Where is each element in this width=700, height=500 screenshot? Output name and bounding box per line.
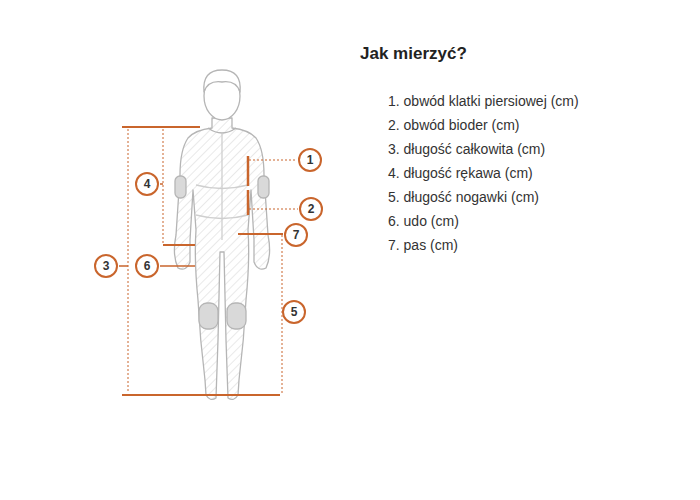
waist-line xyxy=(238,233,283,235)
callout-number: 2 xyxy=(299,197,323,221)
callout-text: 1 xyxy=(307,154,314,166)
leader-line xyxy=(160,265,195,267)
leader-line xyxy=(249,160,297,161)
callout-text: 5 xyxy=(291,306,298,318)
leader-line xyxy=(119,265,128,267)
dimension-line xyxy=(163,244,195,246)
knee-pad xyxy=(199,303,218,329)
callout-text: 7 xyxy=(293,229,300,241)
list-item: 7. pas (cm) xyxy=(388,237,458,253)
dimension-line xyxy=(122,126,200,128)
leader-line xyxy=(249,209,298,210)
callout-number: 6 xyxy=(135,254,159,278)
elbow-pad xyxy=(258,176,269,198)
callout-number: 4 xyxy=(135,172,159,196)
list-item: 1. obwód klatki piersiowej (cm) xyxy=(388,93,579,109)
list-item: 4. długość rękawa (cm) xyxy=(388,165,533,181)
callout-text: 6 xyxy=(144,260,151,272)
callout-number: 1 xyxy=(298,148,322,172)
knee-pad xyxy=(227,303,246,329)
callout-number: 5 xyxy=(282,300,306,324)
dimension-line xyxy=(128,129,129,393)
elbow-pad xyxy=(175,176,186,198)
hip-mark xyxy=(247,190,250,215)
callout-text: 2 xyxy=(308,203,315,215)
chest-seam xyxy=(196,134,248,240)
callout-number: 3 xyxy=(94,254,118,278)
leader-line xyxy=(160,183,163,185)
list-item: 3. długość całkowita (cm) xyxy=(388,141,545,157)
heading: Jak mierzyć? xyxy=(360,44,467,64)
callout-text: 4 xyxy=(144,178,151,190)
measure-lines xyxy=(119,127,298,395)
callout-number: 7 xyxy=(284,223,308,247)
list-item: 6. udo (cm) xyxy=(388,213,459,229)
dimension-line xyxy=(163,129,164,245)
dimension-line xyxy=(122,394,280,396)
list-item: 5. długość nogawki (cm) xyxy=(388,189,539,205)
list-item: 2. obwód bioder (cm) xyxy=(388,117,520,133)
hair xyxy=(204,70,240,92)
collar xyxy=(208,128,236,133)
chest-mark xyxy=(247,156,250,186)
body-outline xyxy=(174,118,269,399)
callout-text: 3 xyxy=(103,260,110,272)
